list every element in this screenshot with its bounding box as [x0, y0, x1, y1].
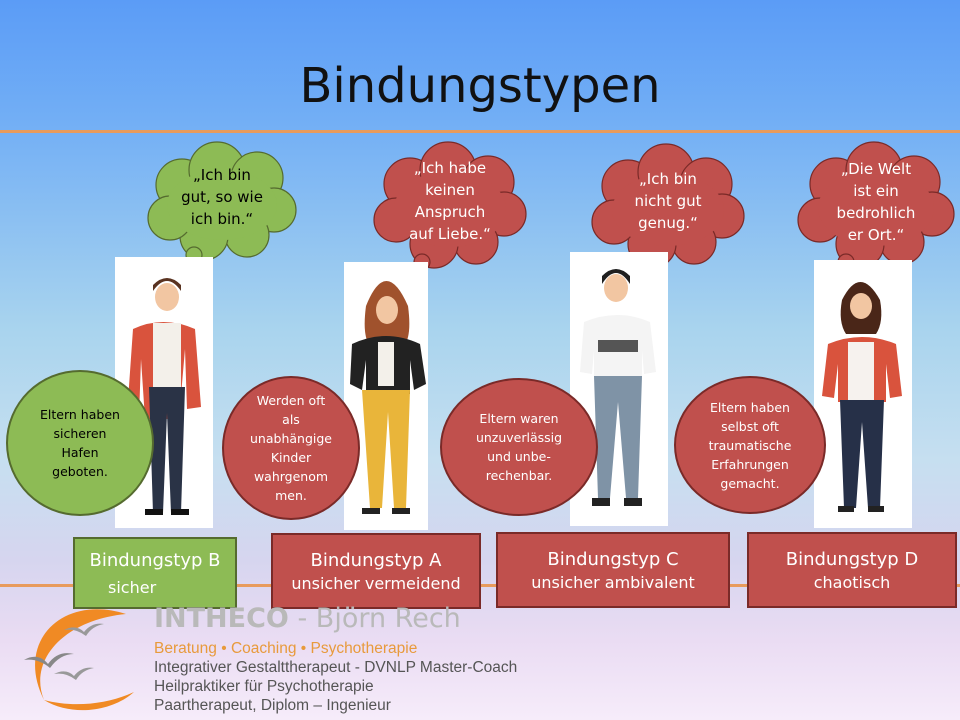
thought-cloud-d: „Die Welt ist ein bedrohlich er Ort.“ — [796, 141, 956, 280]
brand-name: INTHECO - Björn Rech — [154, 603, 461, 634]
type-name: Bindungstyp B — [89, 550, 221, 571]
top-divider — [0, 130, 960, 133]
type-box-b: Bindungstyp B sicher — [73, 537, 237, 609]
type-subtitle: unsicher vermeidend — [291, 574, 461, 593]
thought-text: „Die Welt ist ein bedrohlich er Ort.“ — [836, 160, 916, 244]
thought-text: „Ich habe keinen Anspruch auf Liebe.“ — [409, 159, 491, 243]
person-illustration-d — [814, 260, 912, 528]
type-box-c: Bindungstyp C unsicher ambivalent — [496, 532, 730, 608]
type-name: Bindungstyp A — [310, 550, 442, 571]
type-name: Bindungstyp C — [547, 549, 679, 570]
explanation-bubble-a: Werden oft als unabhängige Kinder wahrge… — [222, 376, 360, 520]
thought-text: „Ich bin gut, so wie ich bin.“ — [181, 166, 263, 228]
brand-main: INTHECO — [154, 603, 289, 634]
type-subtitle: unsicher ambivalent — [531, 573, 695, 592]
slide-title: Bindungstypen — [299, 58, 661, 114]
type-subtitle: chaotisch — [813, 573, 891, 592]
seagull-logo-icon — [24, 609, 134, 711]
man-figure — [580, 269, 656, 506]
type-box-a: Bindungstyp A unsicher vermeidend — [271, 533, 481, 609]
type-name: Bindungstyp D — [785, 549, 919, 570]
thought-text: „Ich bin nicht gut genug.“ — [634, 170, 702, 232]
thought-cloud-c: „Ich bin nicht gut genug.“ — [588, 143, 748, 280]
explanation-bubble-c: Eltern waren unzuverlässig und unbe- rec… — [440, 378, 598, 516]
explanation-bubble-d: Eltern haben selbst oft traumatische Erf… — [674, 376, 826, 514]
person-illustration-a — [344, 262, 428, 530]
cloud-shape — [147, 141, 297, 276]
cloud-shape — [373, 141, 527, 282]
footer-line-qualification-1: Integrativer Gestalttherapeut - DVNLP Ma… — [154, 659, 518, 676]
type-box-d: Bindungstyp D chaotisch — [747, 532, 957, 608]
footer-line-qualification-2: Heilpraktiker für Psychotherapie — [154, 678, 374, 695]
woman-figure — [350, 281, 426, 514]
thought-cloud-b: „Ich bin gut, so wie ich bin.“ — [142, 140, 302, 276]
person-illustration-c — [570, 252, 668, 526]
brand-person: Björn Rech — [315, 603, 461, 634]
footer-line-qualification-3: Paartherapeut, Diplom – Ingenieur — [154, 697, 391, 714]
type-subtitle: sicher — [108, 578, 157, 597]
footer-line-services: Beratung • Coaching • Psychotherapie — [154, 640, 418, 657]
thought-cloud-a: „Ich habe keinen Anspruch auf Liebe.“ — [370, 141, 530, 282]
explanation-bubble-b: Eltern haben sicheren Hafen geboten. — [6, 370, 154, 516]
woman-figure — [822, 282, 902, 512]
brand-separator: - — [288, 603, 316, 634]
cloud-shape — [797, 141, 955, 280]
cloud-shape — [591, 143, 745, 280]
man-figure — [127, 278, 201, 515]
